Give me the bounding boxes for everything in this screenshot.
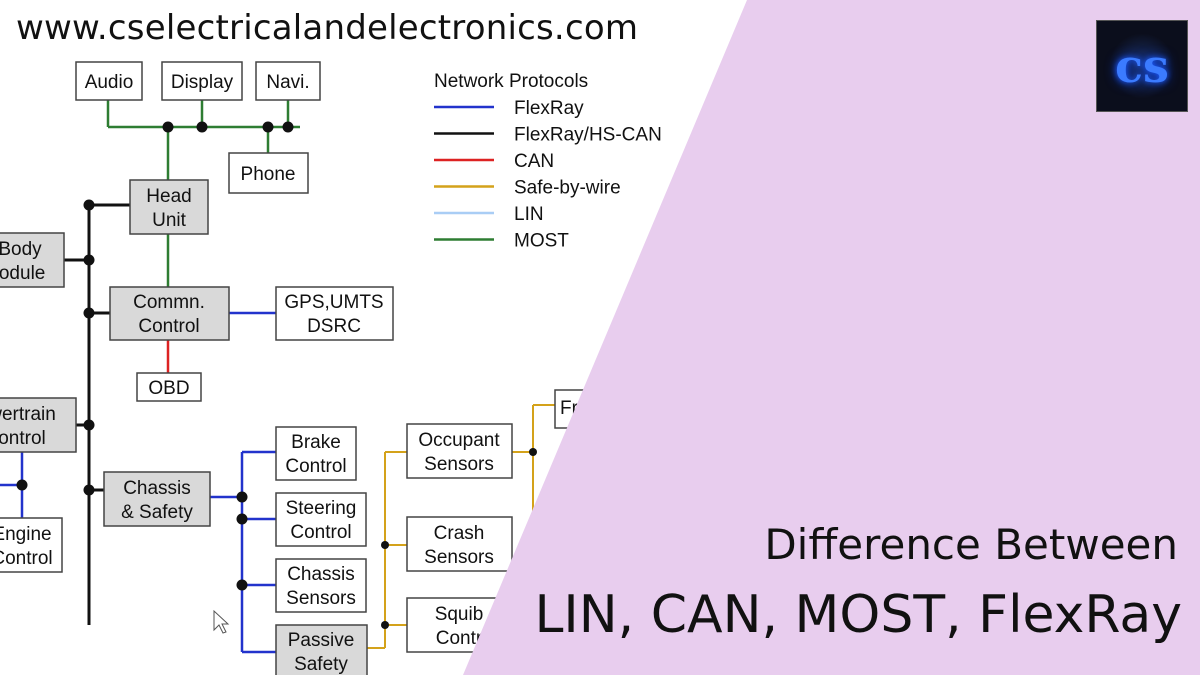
node-gps-label-2: DSRC [307, 316, 361, 337]
node-squib-label-1: Squib [435, 604, 484, 625]
node-obd-label: OBD [148, 378, 189, 399]
title-line-2: LIN, CAN, MOST, FlexRay [534, 585, 1182, 645]
node-chassis-safety-label-2: & Safety [121, 502, 193, 523]
wires [0, 100, 555, 654]
node-chassis-safety-label-1: Chassis [123, 478, 191, 499]
node-phone-label: Phone [241, 164, 296, 185]
node-comm-control: Commn. Control [109, 286, 230, 341]
node-phone: Phone [228, 152, 309, 194]
node-head-unit-label-2: Unit [152, 210, 187, 231]
legend-label-3: Safe-by-wire [514, 178, 621, 199]
logo-glow [1109, 33, 1175, 99]
node-head-unit-label-1: Head [146, 186, 191, 207]
node-body-module-label-1: Body [0, 239, 42, 260]
node-gps: GPS,UMTS DSRC [275, 286, 394, 341]
node-occupant-label-2: Sensors [424, 454, 494, 475]
node-passive-safety-label-1: Passive [288, 630, 355, 651]
node-occupant-sensors: Occupant Sensors [406, 423, 513, 479]
node-chassis-safety: Chassis & Safety [103, 471, 211, 527]
node-chassis-sensors: Chassis Sensors [275, 558, 367, 613]
node-brake-label-1: Brake [291, 432, 341, 453]
node-comm-control-label-2: Control [138, 316, 199, 337]
node-passive-safety: Passive Safety [275, 624, 368, 675]
node-steering-label-2: Control [290, 522, 351, 543]
cs-logo-icon: cs [1096, 20, 1188, 112]
title-line-1: Difference Between [764, 520, 1178, 569]
node-brake: Brake Control [275, 426, 357, 481]
node-audio-label: Audio [85, 72, 134, 93]
node-engine-label-2: Control [0, 548, 53, 569]
node-chassis-sensors-label-2: Sensors [286, 588, 356, 609]
node-engine-label-1: Engine [0, 524, 52, 545]
node-squib-label-2: Contr [436, 628, 483, 649]
junction-dots [16, 121, 537, 629]
legend-label-0: FlexRay [514, 98, 584, 119]
node-gps-label-1: GPS,UMTS [284, 292, 383, 313]
node-comm-control-label-1: Commn. [133, 292, 205, 313]
mouse-cursor-icon [213, 609, 230, 634]
node-body-module-label-2: lodule [0, 263, 45, 284]
node-audio: Audio [75, 61, 143, 101]
logo-glyph: cs [1115, 39, 1169, 93]
node-occupant-label-1: Occupant [418, 430, 500, 451]
node-display-label: Display [171, 72, 234, 93]
node-brake-label-2: Control [285, 456, 346, 477]
node-display: Display [161, 61, 243, 101]
title-panel [463, 0, 1200, 675]
node-powertrain-label-2: ontrol [0, 428, 46, 449]
node-crash-label-1: Crash [434, 523, 485, 544]
node-head-unit: Head Unit [129, 179, 209, 235]
node-crash-sensors: Crash Sensors [406, 516, 513, 572]
node-navi-label: Navi. [266, 72, 309, 93]
node-crash-label-2: Sensors [424, 547, 494, 568]
node-chassis-sensors-label-1: Chassis [287, 564, 355, 585]
legend-label-1: FlexRay/HS-CAN [514, 125, 662, 146]
node-body-module: Body lodule [0, 232, 65, 288]
node-steering-label-1: Steering [286, 498, 357, 519]
legend-label-4: LIN [514, 204, 544, 225]
legend-label-5: MOST [514, 231, 569, 252]
legend-label-2: CAN [514, 151, 554, 172]
node-passive-safety-label-2: Safety [294, 654, 348, 675]
node-obd: OBD [136, 372, 202, 402]
node-engine: Engine Control [0, 517, 63, 573]
legend-title: Network Protocols [434, 71, 588, 92]
node-powertrain-label-1: wertrain [0, 404, 56, 425]
node-navi: Navi. [255, 61, 321, 101]
node-steering: Steering Control [275, 492, 367, 547]
node-powertrain: wertrain ontrol [0, 397, 77, 453]
site-url[interactable]: www.cselectricalandelectronics.com [16, 8, 639, 48]
